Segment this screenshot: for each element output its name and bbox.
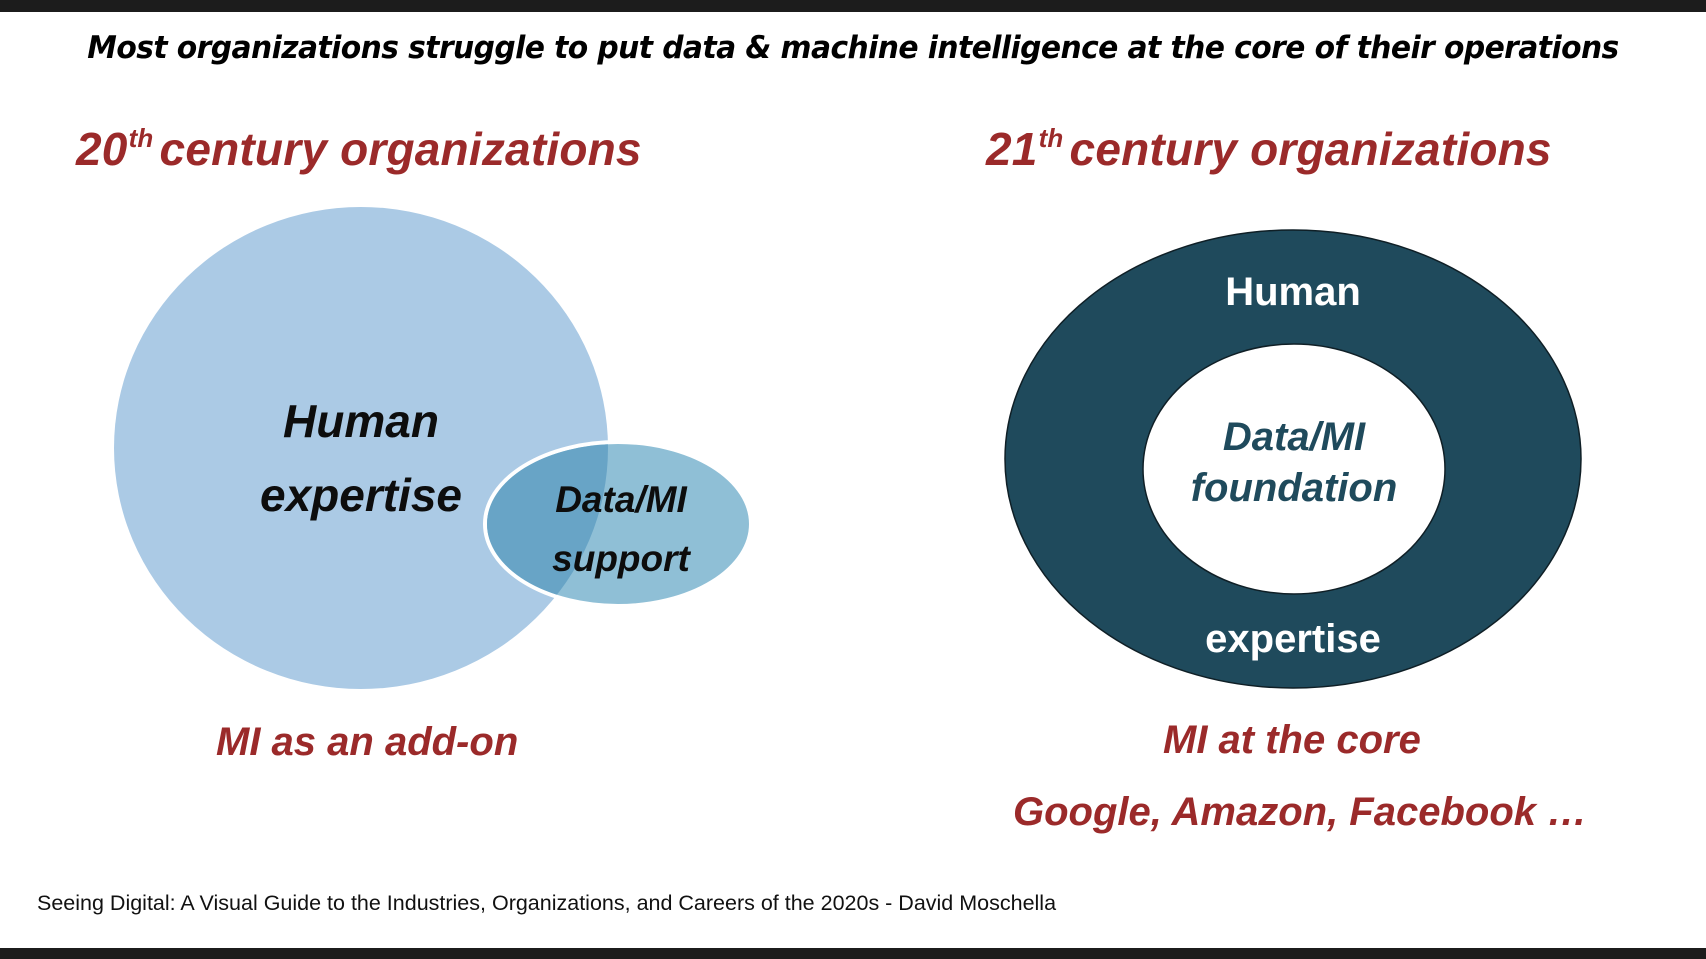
core-label: Data/MI foundation xyxy=(1144,412,1444,514)
big-circle-label: Human expertise xyxy=(211,384,511,532)
bottom-border-bar xyxy=(0,948,1706,959)
right-examples: Google, Amazon, Facebook … xyxy=(1013,790,1588,834)
right-title-rest: century organizations xyxy=(1069,123,1552,175)
overlap-region xyxy=(487,444,608,604)
source-citation: Seeing Digital: A Visual Guide to the In… xyxy=(37,891,1057,915)
left-caption: MI as an add-on xyxy=(216,720,519,764)
right-title-number: 21 xyxy=(986,123,1038,175)
right-title-ordinal: th xyxy=(1038,123,1064,153)
small-ellipse-label: Data/MI support xyxy=(511,470,731,588)
human-expertise-circle xyxy=(114,207,608,689)
small-ellipse-label-line-1: Data/MI xyxy=(555,479,687,520)
core-label-line-2: foundation xyxy=(1190,466,1398,510)
big-circle-label-line-2: expertise xyxy=(259,469,462,521)
big-circle-label-line-1: Human xyxy=(283,395,439,447)
slide-headline: Most organizations struggle to put data … xyxy=(87,30,1619,66)
left-title-ordinal: th xyxy=(128,123,154,153)
small-ellipse-label-line-2: support xyxy=(552,538,690,579)
ring-label-top: Human xyxy=(1225,270,1361,314)
data-mi-foundation-core xyxy=(1142,343,1446,595)
right-caption: MI at the core xyxy=(1163,718,1421,762)
left-title-rest: century organizations xyxy=(159,123,642,175)
core-label-line-1: Data/MI xyxy=(1222,415,1366,459)
top-border-bar xyxy=(0,0,1706,12)
left-title-number: 20 xyxy=(76,123,128,175)
ring-label-bottom: expertise xyxy=(1205,617,1381,661)
